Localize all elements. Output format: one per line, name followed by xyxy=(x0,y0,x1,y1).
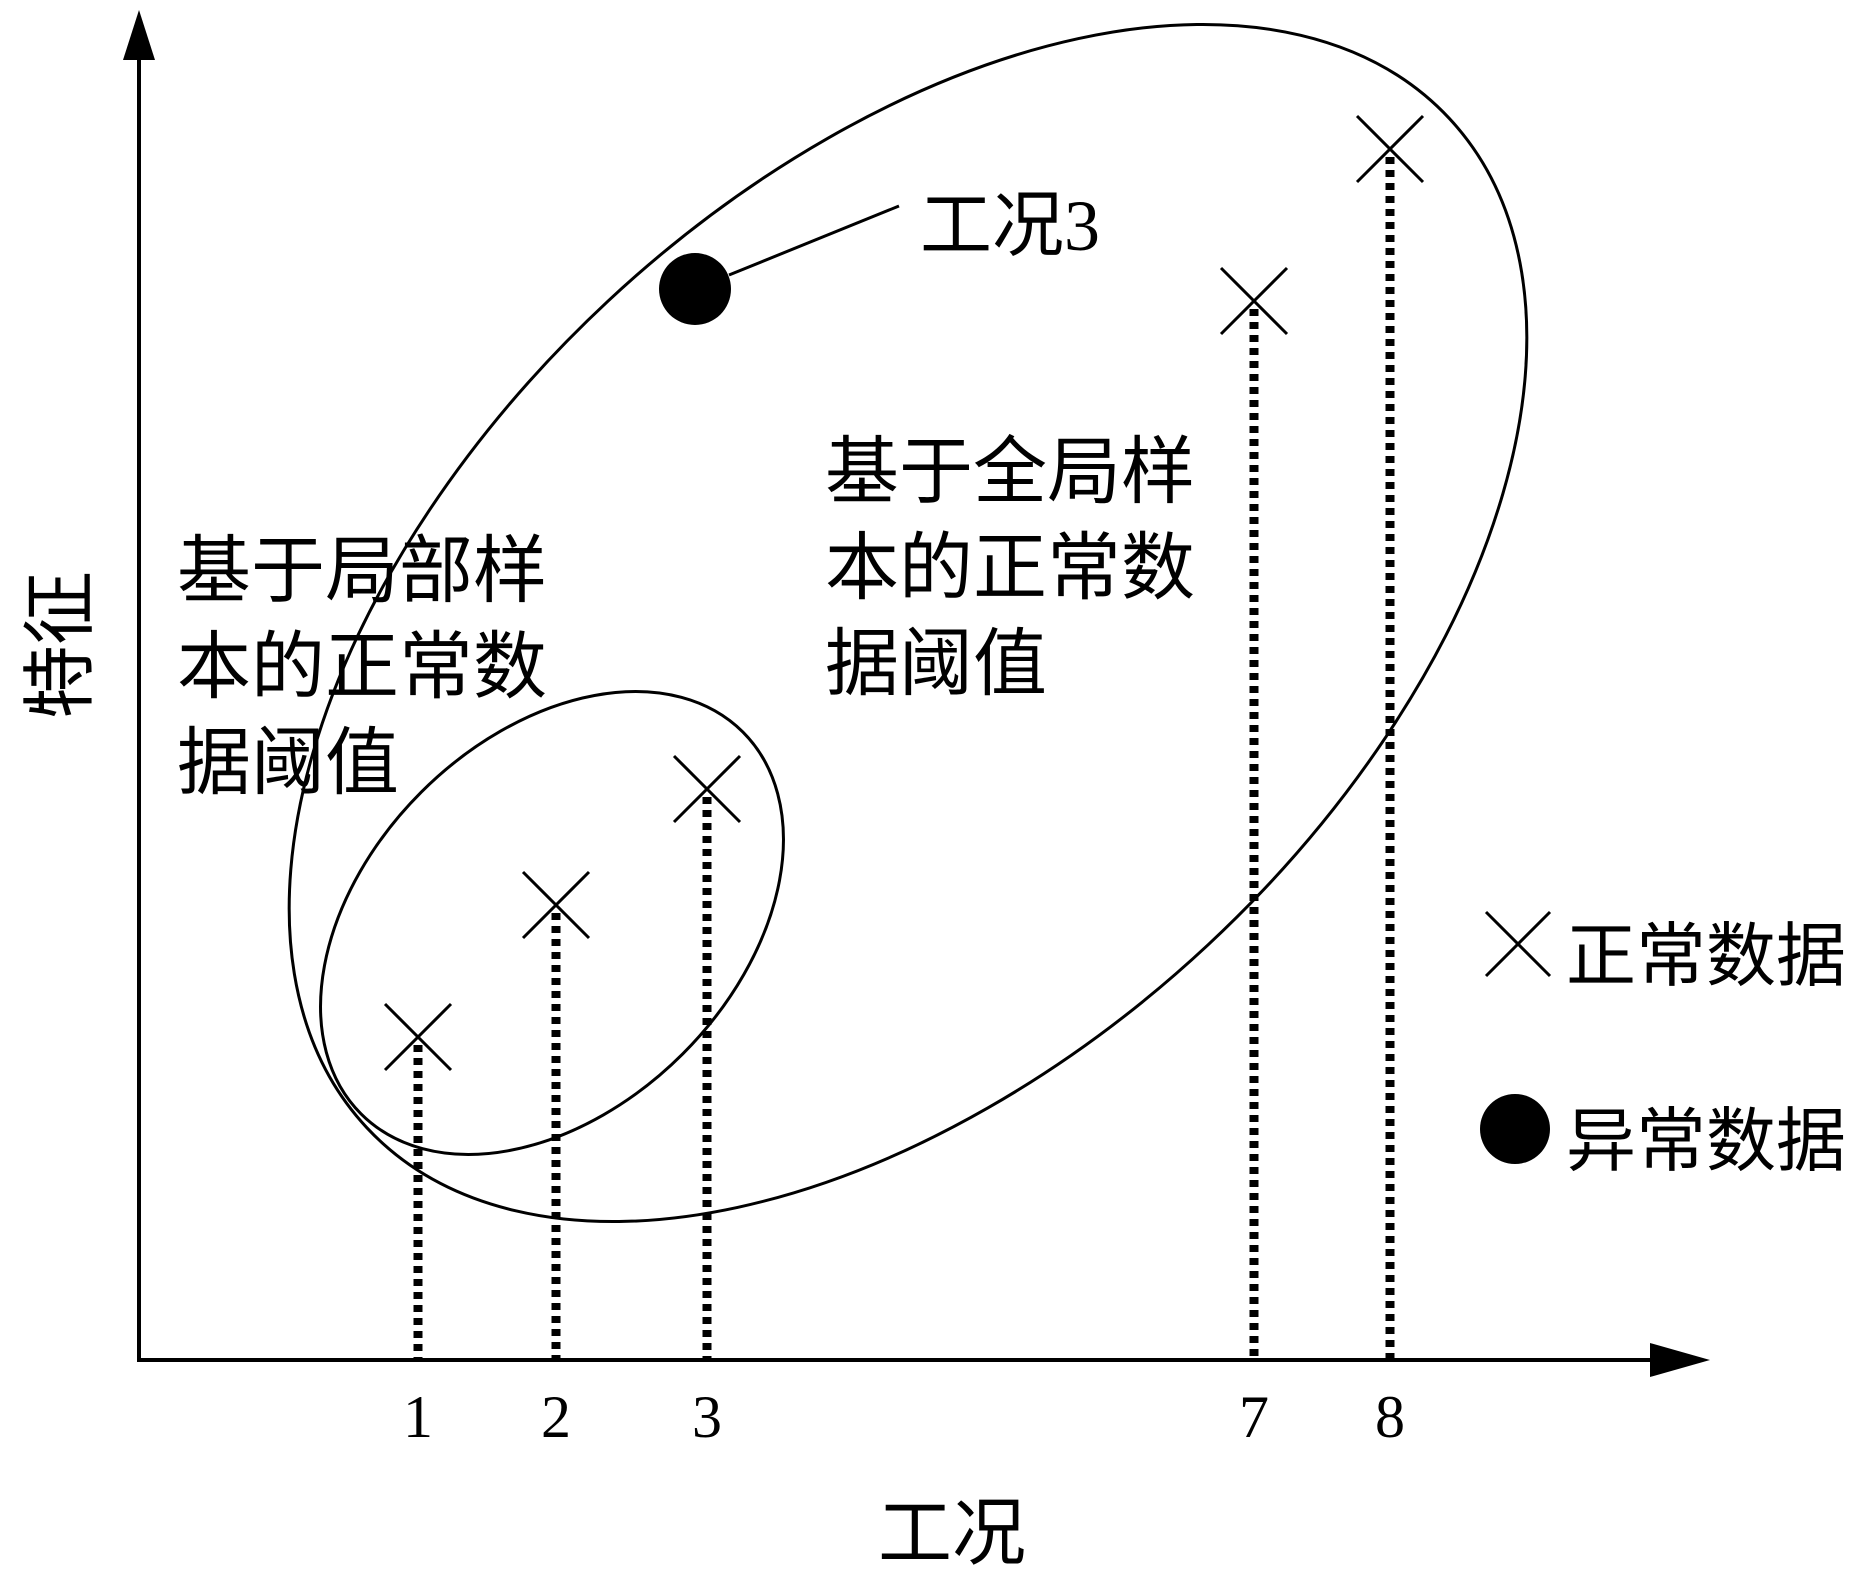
x-tick-label: 1 xyxy=(403,1384,433,1450)
local-threshold-label: 基于局部样 本的正常数 据阈值 xyxy=(177,523,547,811)
global-threshold-ellipse xyxy=(287,22,1529,1224)
x-tick-label: 2 xyxy=(541,1384,571,1450)
y-axis-arrow xyxy=(123,10,155,60)
anomaly-point xyxy=(659,253,731,325)
normal-point-cross-icon xyxy=(521,870,591,940)
x-axis-arrow xyxy=(1650,1343,1710,1377)
y-axis-label: 特征 xyxy=(17,571,104,719)
legend-anomaly-label: 异常数据 xyxy=(1566,1100,1846,1182)
legend-normal-label: 正常数据 xyxy=(1566,915,1846,997)
local-line-1: 基于局部样 xyxy=(177,528,547,614)
legend-cross-icon xyxy=(1484,910,1552,978)
x-tick-label: 7 xyxy=(1239,1384,1269,1450)
local-threshold-ellipse xyxy=(319,690,785,1156)
legend-dot-icon xyxy=(1480,1094,1550,1164)
anomaly-leader-line xyxy=(728,204,900,277)
local-line-3: 据阈值 xyxy=(177,720,399,806)
x-tick-label: 8 xyxy=(1375,1384,1405,1450)
normal-point-cross-icon xyxy=(1355,114,1425,184)
global-line-1: 基于全局样 xyxy=(825,429,1195,515)
anomaly-label: 工况3 xyxy=(920,186,1101,266)
normal-point-cross-icon xyxy=(383,1002,453,1072)
normal-point-cross-icon xyxy=(1219,266,1289,336)
global-line-2: 本的正常数 xyxy=(825,525,1195,611)
x-axis-label: 工况 xyxy=(878,1490,1026,1577)
global-line-3: 据阈值 xyxy=(825,621,1047,707)
global-threshold-label: 基于全局样 本的正常数 据阈值 xyxy=(825,424,1195,712)
x-tick-label: 3 xyxy=(692,1384,722,1450)
local-line-2: 本的正常数 xyxy=(177,624,547,710)
normal-point-cross-icon xyxy=(672,754,742,824)
